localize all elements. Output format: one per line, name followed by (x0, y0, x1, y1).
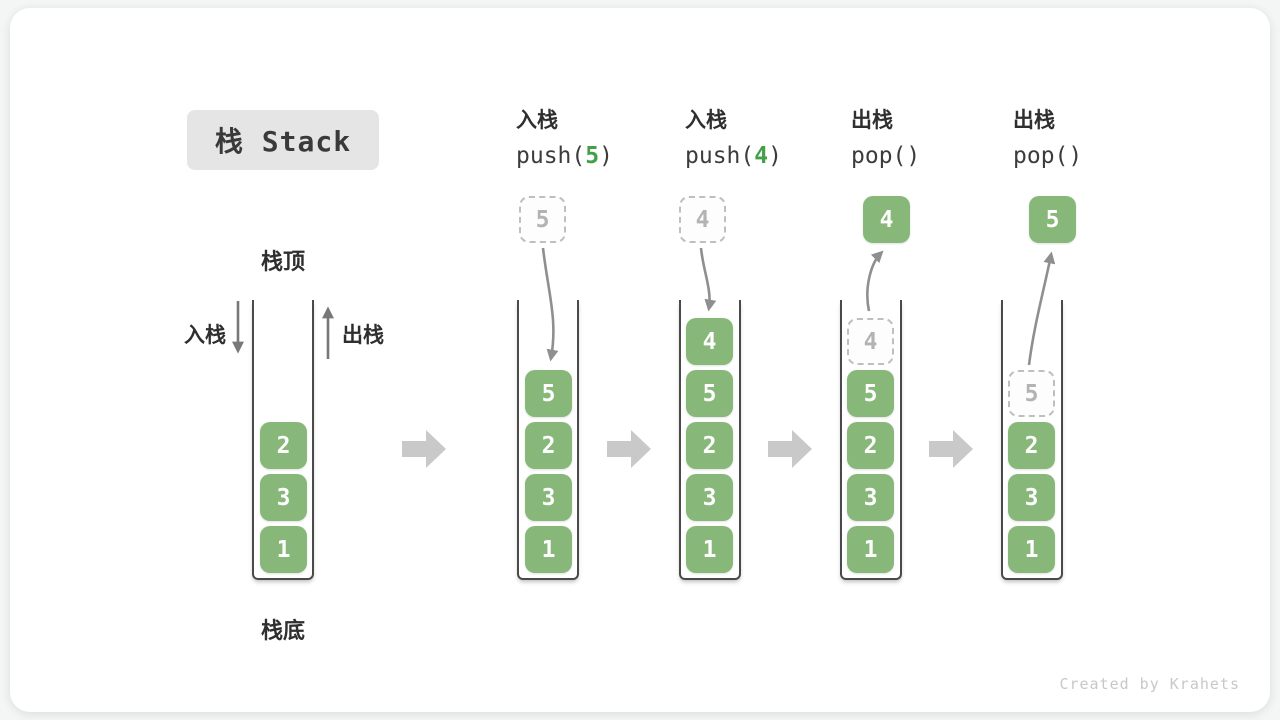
floating-cell: 4 (863, 196, 910, 243)
step-header-push5: 入栈 push(5) (516, 107, 613, 170)
op-code: pop() (851, 142, 920, 170)
op-code: push(4) (685, 142, 782, 170)
title-badge: 栈 Stack (187, 110, 379, 170)
stack-cell: 1 (525, 526, 572, 573)
stack-cell: 1 (1008, 526, 1055, 573)
step-header-pop5: 出栈 pop() (1013, 107, 1082, 170)
code-pre: push( (685, 143, 755, 169)
floating-cell: 4 (679, 196, 726, 243)
stack-cell: 1 (847, 526, 894, 573)
stack-cell: 3 (686, 474, 733, 521)
stack-cell: 3 (260, 474, 307, 521)
title-text: 栈 Stack (214, 125, 352, 158)
floating-cell: 5 (519, 196, 566, 243)
stack-cell-ghost: 4 (847, 318, 894, 365)
step-header-pop4: 出栈 pop() (851, 107, 920, 170)
stack-cell-ghost: 5 (1008, 370, 1055, 417)
op-code: pop() (1013, 142, 1082, 170)
stack-cell: 4 (686, 318, 733, 365)
code-arg: 5 (585, 143, 600, 169)
stack-cell: 3 (847, 474, 894, 521)
stack-cell: 5 (847, 370, 894, 417)
stack-cell: 2 (847, 422, 894, 469)
op-name: 入栈 (516, 109, 558, 132)
pop-side-label: 出栈 (342, 324, 384, 347)
push-side-label: 入栈 (184, 324, 226, 347)
op-code: push(5) (516, 142, 613, 170)
stack-cell: 5 (686, 370, 733, 417)
op-name: 出栈 (1013, 109, 1055, 132)
op-name: 入栈 (685, 109, 727, 132)
code-post: ) (599, 143, 613, 169)
stack-cell: 1 (260, 526, 307, 573)
stack-cell: 3 (1008, 474, 1055, 521)
stack-cell: 3 (525, 474, 572, 521)
stack-cell: 2 (260, 422, 307, 469)
code-post: ) (768, 143, 782, 169)
watermark: Created by Krahets (1059, 675, 1240, 693)
code-arg: 4 (754, 143, 769, 169)
stack-cell: 1 (686, 526, 733, 573)
code-pre: pop() (1013, 143, 1083, 169)
stack-cell: 2 (525, 422, 572, 469)
stack-bottom-label: 栈底 (260, 618, 305, 643)
step-header-push4: 入栈 push(4) (685, 107, 782, 170)
stack-cell: 2 (1008, 422, 1055, 469)
stack-top-label: 栈顶 (260, 249, 305, 274)
stack-cell: 2 (686, 422, 733, 469)
code-pre: pop() (851, 143, 921, 169)
op-name: 出栈 (851, 109, 893, 132)
stack-cell: 5 (525, 370, 572, 417)
floating-cell: 5 (1029, 196, 1076, 243)
code-pre: push( (516, 143, 586, 169)
